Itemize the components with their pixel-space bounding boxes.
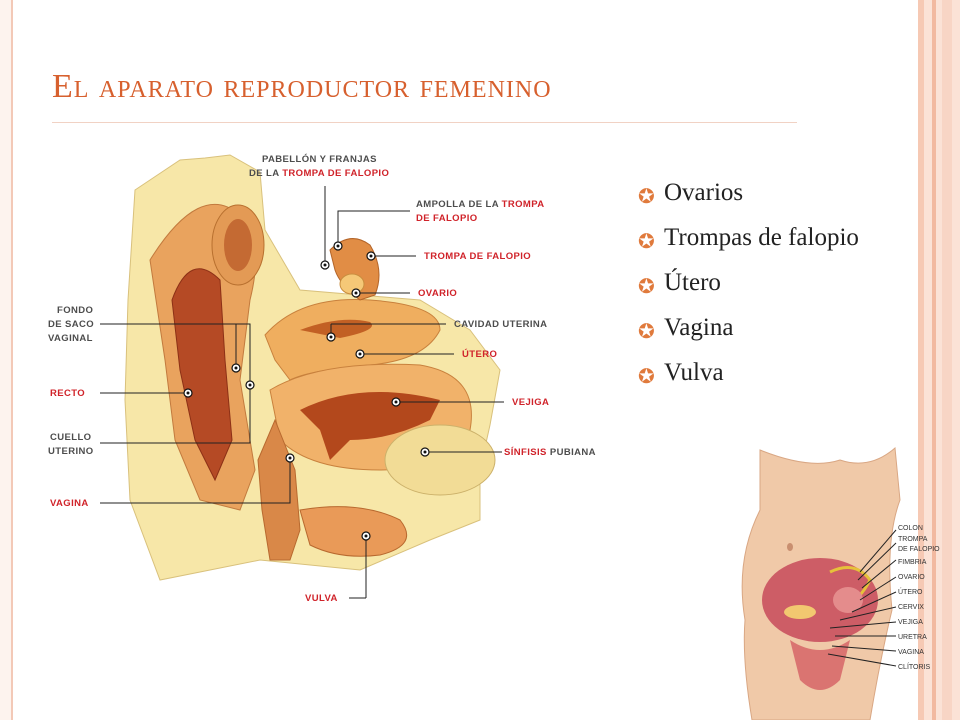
label-ampolla: AMPOLLA DE LA TROMPA	[416, 199, 545, 210]
bullet-item: ✪Vagina	[638, 311, 868, 344]
label-fondo: FONDO	[57, 305, 93, 316]
torso-label: VEJIGA	[898, 619, 923, 626]
label-utero: ÚTERO	[462, 348, 497, 360]
label-fondo-line2: DE SACO	[48, 319, 94, 330]
torso-labels: COLON TROMPA DE FALOPIO FIMBRIA OVARIO Ú…	[898, 525, 940, 671]
bullet-marker-icon: ✪	[638, 276, 655, 298]
torso-label: URETRA	[898, 634, 927, 641]
label-vagina: VAGINA	[50, 498, 89, 509]
left-frame-strip	[0, 0, 13, 720]
torso-label: ÚTERO	[898, 587, 923, 596]
bullet-item: ✪Útero	[638, 266, 868, 299]
diagram-labels: PABELLÓN Y FRANJAS DE LA TROMPA DE FALOP…	[48, 153, 596, 604]
bullet-item: ✪Trompas de falopio	[638, 221, 868, 254]
label-fondo-line3: VAGINAL	[48, 333, 93, 344]
torso-label: VAGINA	[898, 649, 924, 656]
marker-dots	[183, 241, 430, 541]
torso-label: DE FALOPIO	[898, 546, 940, 553]
label-pabellon: PABELLÓN Y FRANJAS	[262, 153, 377, 165]
bullet-marker-icon: ✪	[638, 186, 655, 208]
label-cuello: CUELLO	[50, 432, 91, 443]
stripe	[932, 0, 936, 720]
bullet-marker-icon: ✪	[638, 321, 655, 343]
bullet-item: ✪Vulva	[638, 356, 868, 389]
right-frame-stripes	[918, 0, 960, 720]
label-cavidad: CAVIDAD UTERINA	[454, 319, 547, 330]
torso-label: OVARIO	[898, 574, 925, 581]
torso-illustration	[741, 446, 901, 720]
torso-label: CLÍTORIS	[898, 662, 930, 671]
label-pabellon-line2: DE LA TROMPA DE FALOPIO	[249, 168, 389, 179]
label-trompa: TROMPA DE FALOPIO	[424, 251, 531, 262]
label-vulva: VULVA	[305, 593, 338, 604]
label-vejiga: VEJIGA	[512, 397, 549, 408]
torso-label: CERVIX	[898, 604, 924, 611]
label-ampolla-line2: DE FALOPIO	[416, 213, 478, 224]
torso-label: TROMPA	[898, 536, 928, 543]
label-sinfisis: SÍNFISIS PUBIANA	[504, 447, 596, 458]
bullet-marker-icon: ✪	[638, 231, 655, 253]
sagittal-section-illustration	[124, 154, 501, 581]
stripe	[918, 0, 924, 720]
title-divider	[52, 122, 797, 123]
label-recto: RECTO	[50, 388, 85, 399]
torso-label: FIMBRIA	[898, 559, 927, 566]
bullet-item: ✪Ovarios	[638, 176, 868, 209]
torso-label: COLON	[898, 525, 923, 532]
label-cuello-line2: UTERINO	[48, 446, 94, 457]
label-ovario: OVARIO	[418, 288, 457, 299]
torso-label-lines	[827, 529, 897, 667]
bullet-marker-icon: ✪	[638, 366, 655, 388]
leader-lines	[100, 186, 504, 599]
bullet-list: ✪Ovarios ✪Trompas de falopio ✪Útero ✪Vag…	[638, 176, 868, 401]
slide-title: El aparato reproductor femenino	[52, 68, 552, 105]
stripe	[942, 0, 952, 720]
